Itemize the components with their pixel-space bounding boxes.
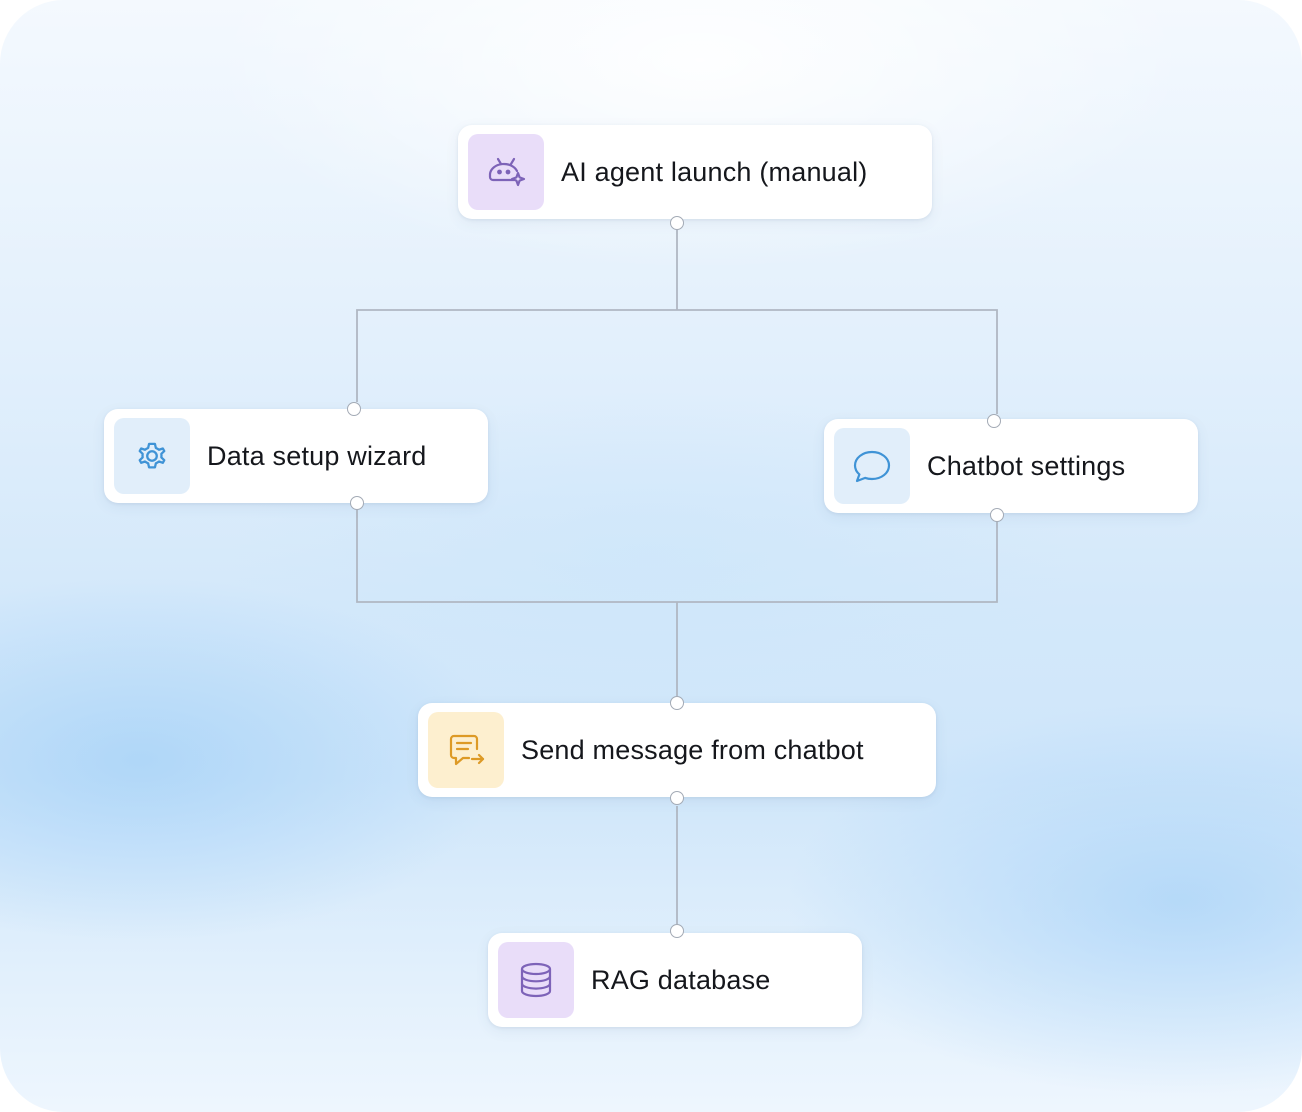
port-in-data-setup[interactable] — [347, 402, 361, 416]
port-in-send-message[interactable] — [670, 696, 684, 710]
chatbot-settings-icon-box — [834, 428, 910, 504]
chat-bubble-icon — [853, 450, 891, 483]
gear-icon — [138, 442, 166, 469]
message-send-icon — [449, 734, 485, 766]
node-label: AI agent launch (manual) — [561, 156, 868, 187]
robot-sparkle-icon — [488, 157, 526, 187]
node-label: Chatbot settings — [927, 450, 1126, 481]
node-rag-database[interactable]: RAG database — [488, 933, 862, 1027]
port-out-send-message[interactable] — [670, 791, 684, 805]
port-out-data-setup[interactable] — [350, 496, 364, 510]
node-ai-agent-launch[interactable]: AI agent launch (manual) — [458, 125, 932, 219]
node-chatbot-settings[interactable]: Chatbot settings — [824, 419, 1198, 513]
connector-join-bar — [356, 510, 998, 603]
node-send-message[interactable]: Send message from chatbot — [418, 703, 936, 797]
node-label: RAG database — [591, 964, 771, 995]
node-data-setup-wizard[interactable]: Data setup wizard — [104, 409, 488, 503]
port-in-rag-database[interactable] — [670, 924, 684, 938]
port-in-chatbot-settings[interactable] — [987, 414, 1001, 428]
send-message-icon-box — [428, 712, 504, 788]
ai-launch-icon-box — [468, 134, 544, 210]
node-label: Send message from chatbot — [521, 734, 864, 765]
port-out-chatbot-settings[interactable] — [990, 508, 1004, 522]
port-out-ai-launch[interactable] — [670, 216, 684, 230]
data-setup-icon-box — [114, 418, 190, 494]
node-label: Data setup wizard — [207, 440, 427, 471]
database-icon — [520, 962, 552, 998]
connector-split-bar — [356, 309, 998, 414]
rag-database-icon-box — [498, 942, 574, 1018]
